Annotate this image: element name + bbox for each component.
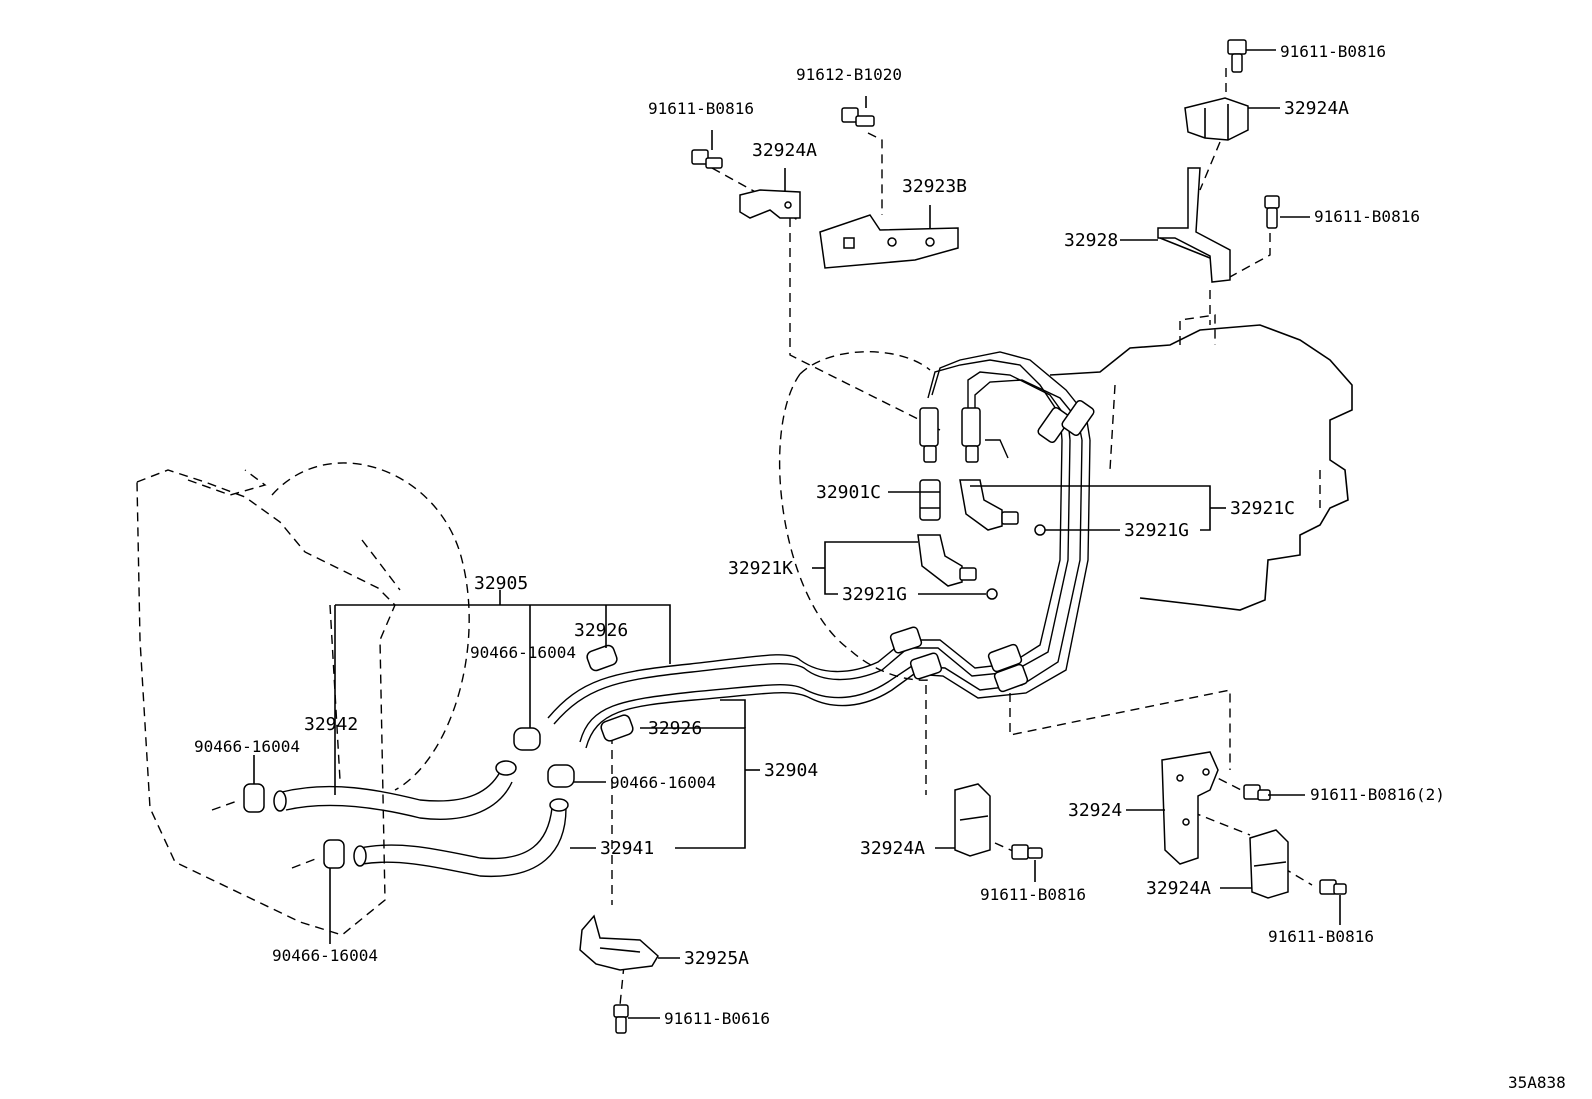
label-32921c: 32921C bbox=[1230, 498, 1295, 519]
label-90466-16004-upper: 90466-16004 bbox=[470, 643, 576, 662]
label-91612-b1020: 91612-B1020 bbox=[796, 65, 902, 84]
label-32921k: 32921K bbox=[728, 558, 793, 579]
label-32926-lower: 32926 bbox=[648, 718, 702, 739]
leader-lines bbox=[253, 49, 1341, 1019]
label-32901c: 32901C bbox=[816, 482, 881, 503]
label-91611-b0816-right: 91611-B0816 bbox=[1314, 207, 1420, 226]
part-labels: 91611-B0816 91612-B1020 91611-B0816 3292… bbox=[194, 42, 1445, 1028]
label-32926-upper: 32926 bbox=[574, 620, 628, 641]
label-32924: 32924 bbox=[1068, 800, 1122, 821]
label-32904: 32904 bbox=[764, 760, 818, 781]
label-32942: 32942 bbox=[304, 714, 358, 735]
bolt-91612-b1020 bbox=[841, 107, 875, 127]
fitting-32921c bbox=[959, 479, 1046, 536]
cooler-tubes bbox=[547, 351, 1095, 749]
hardware-parts bbox=[579, 39, 1347, 1034]
clamp-32924a-d bbox=[1249, 829, 1347, 899]
bolt-91611-b0816-b bbox=[691, 149, 723, 169]
bracket-32924 bbox=[1161, 751, 1271, 865]
transmission-outline bbox=[779, 314, 1353, 770]
figure-code: 35A838 bbox=[1508, 1073, 1566, 1092]
label-32921g-upper: 32921G bbox=[1124, 520, 1189, 541]
label-91611-b0816-top: 91611-B0816 bbox=[1280, 42, 1386, 61]
bracket-32928 bbox=[1157, 167, 1231, 283]
clamp-32924a-a bbox=[739, 189, 801, 219]
label-32924a-bottom-right: 32924A bbox=[1146, 878, 1211, 899]
bracket-32925a bbox=[579, 914, 659, 1034]
clamp-32924a-b bbox=[1184, 97, 1249, 141]
oil-hoses bbox=[243, 644, 634, 878]
fitting-32921k bbox=[917, 534, 998, 600]
fitting-32901c bbox=[919, 479, 941, 521]
label-91611-b0816-bottom-right: 91611-B0816 bbox=[1268, 927, 1374, 946]
label-32923b: 32923B bbox=[902, 176, 967, 197]
label-91611-b0816-middle: 91611-B0816 bbox=[980, 885, 1086, 904]
label-32921g-lower: 32921G bbox=[842, 584, 907, 605]
radiator-outline bbox=[136, 462, 470, 936]
label-91611-b0616: 91611-B0616 bbox=[664, 1009, 770, 1028]
label-32924a-middle: 32924A bbox=[860, 838, 925, 859]
label-90466-16004-left: 90466-16004 bbox=[194, 737, 300, 756]
label-32924a-top-left: 32924A bbox=[752, 140, 817, 161]
bolt-91611-b0816-c bbox=[1264, 195, 1280, 229]
label-32905: 32905 bbox=[474, 573, 528, 594]
bracket-32923b bbox=[819, 214, 959, 269]
label-91611-b0816-2: 91611-B0816(2) bbox=[1310, 785, 1445, 804]
clamp-32924a-c bbox=[954, 783, 1043, 860]
label-32924a-top-right: 32924A bbox=[1284, 98, 1349, 119]
label-91611-b0816-left: 91611-B0816 bbox=[648, 99, 754, 118]
label-32928: 32928 bbox=[1064, 230, 1118, 251]
label-32925a: 32925A bbox=[684, 948, 749, 969]
label-32941: 32941 bbox=[600, 838, 654, 859]
bolt-91611-b0816-a bbox=[1227, 39, 1247, 73]
label-90466-16004-mid: 90466-16004 bbox=[610, 773, 716, 792]
label-90466-16004-bottom: 90466-16004 bbox=[272, 946, 378, 965]
